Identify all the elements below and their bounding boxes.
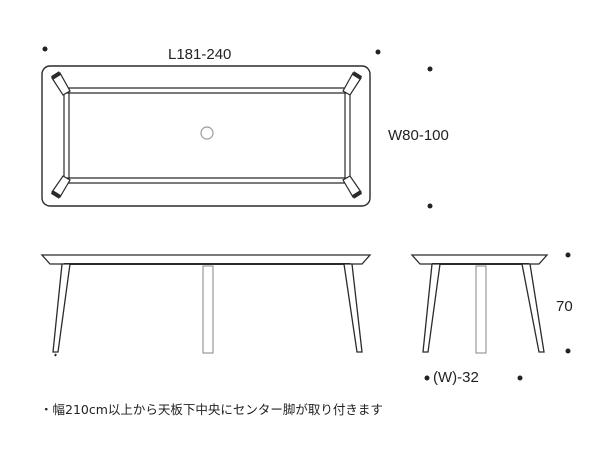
side-view-right-leg bbox=[521, 263, 545, 353]
dot-side-right bbox=[517, 375, 523, 381]
center-leg-note: ・幅210cm以上から天板下中央にセンター脚が取り付きます bbox=[40, 402, 383, 417]
leg-bracket-bottom-right bbox=[342, 175, 363, 199]
dot-width-bottom bbox=[427, 203, 433, 209]
center-leg-mount-circle bbox=[200, 126, 214, 140]
dot-height-top bbox=[565, 252, 571, 258]
dot-width-top bbox=[427, 66, 433, 72]
side-width-dimension-label: (W)-32 bbox=[433, 369, 479, 386]
side-view-tabletop bbox=[410, 254, 549, 265]
dot-height-bottom bbox=[565, 348, 571, 354]
width-dimension-label: W80-100 bbox=[388, 127, 449, 144]
leg-bracket-bottom-left bbox=[50, 175, 71, 199]
top-view bbox=[41, 65, 371, 207]
front-view-right-leg bbox=[343, 263, 363, 353]
front-view-tabletop bbox=[40, 254, 372, 265]
dot-side-left bbox=[424, 375, 430, 381]
top-view-leg-brackets bbox=[50, 71, 363, 199]
front-view-center-leg bbox=[202, 265, 214, 354]
front-view-left-leg bbox=[52, 263, 71, 357]
top-view-frame bbox=[63, 87, 351, 184]
leg-bracket-top-left bbox=[50, 71, 71, 96]
dot-length-left bbox=[42, 46, 48, 52]
dot-length-right bbox=[375, 49, 381, 55]
length-dimension-label: L181-240 bbox=[168, 46, 232, 63]
side-view bbox=[410, 254, 549, 354]
dimension-dots bbox=[42, 46, 571, 381]
front-view bbox=[40, 254, 372, 357]
leg-bracket-top-right bbox=[342, 71, 363, 96]
height-dimension-label: 70 bbox=[556, 298, 573, 315]
side-view-center-leg bbox=[475, 265, 487, 354]
top-view-tabletop bbox=[41, 65, 371, 207]
side-view-left-leg bbox=[422, 263, 441, 353]
